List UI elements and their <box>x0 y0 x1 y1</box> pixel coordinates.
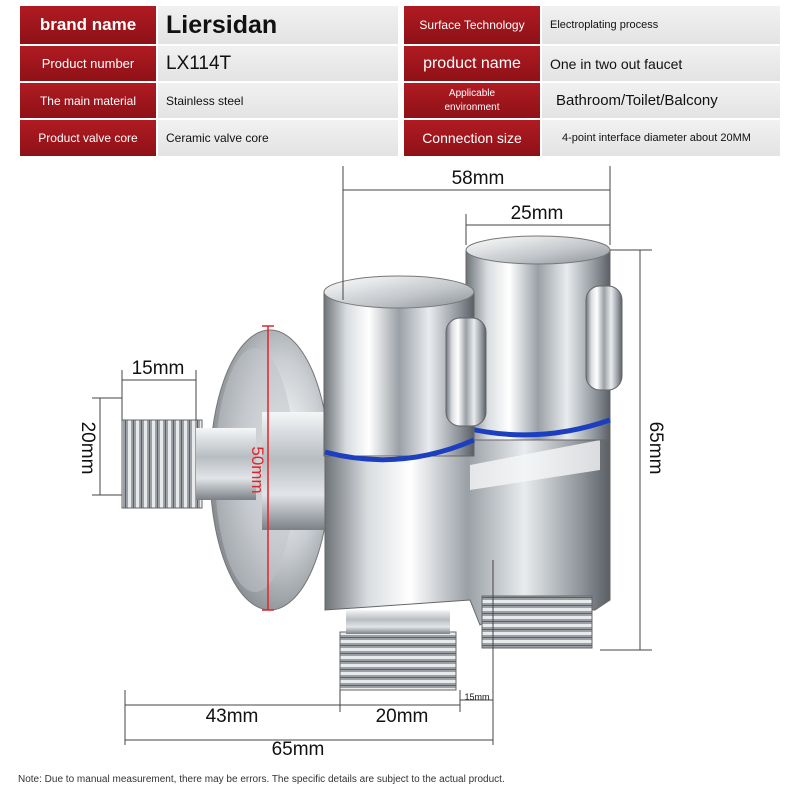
spec-label-product-number: Product number <box>20 46 156 81</box>
spec-value-product-name: One in two out faucet <box>542 46 780 81</box>
outlet-thread-left <box>339 610 457 691</box>
dim-height: 65mm <box>645 422 666 475</box>
faucet-body <box>324 419 611 626</box>
measurement-note: Note: Due to manual measurement, there m… <box>18 774 505 785</box>
spec-label-brand-name: brand name <box>20 6 156 44</box>
spec-label-surface-technology: Surface Technology <box>404 6 540 44</box>
dim-thread-diameter: 20mm <box>77 422 98 475</box>
spec-value-brand-name: Liersidan <box>158 6 398 44</box>
spec-label-product-name: product name <box>404 46 540 81</box>
spec-value-valve-core: Ceramic valve core <box>158 120 398 156</box>
spec-table: brand name Liersidan Surface Technology … <box>20 6 780 156</box>
spec-value-product-number: LX114T <box>158 46 398 81</box>
right-valve <box>465 235 611 441</box>
flange-dimension-marker <box>262 325 274 611</box>
left-valve-handle <box>445 317 487 427</box>
dim-left-length: 43mm <box>206 706 259 727</box>
faucet-dimension-drawing: 58mm 25mm 15mm 20mm 50mm 65mm 43mm 20mm … <box>77 166 666 760</box>
dim-top-width: 58mm <box>452 168 505 189</box>
connector-neck <box>262 412 330 530</box>
dimension-lines <box>92 166 652 745</box>
spec-value-applicable-environment: Bathroom/Toilet/Balcony <box>542 83 780 118</box>
dim-body-width: 20mm <box>376 706 429 727</box>
spec-value-main-material: Stainless steel <box>158 83 398 118</box>
spec-label-connection-size: Connection size <box>404 120 540 156</box>
dim-outlet-offset: 15mm <box>464 692 489 702</box>
outlet-thread-right <box>481 595 593 649</box>
dim-total-length: 65mm <box>272 739 325 760</box>
inlet-thread <box>121 419 256 509</box>
dim-right-valve-width: 25mm <box>511 203 564 224</box>
spec-label-valve-core: Product valve core <box>20 120 156 156</box>
spec-label-main-material: The main material <box>20 83 156 118</box>
spec-value-surface-technology: Electroplating process <box>542 6 780 44</box>
spec-value-connection-size: 4-point interface diameter about 20MM <box>542 120 780 156</box>
spec-label-applicable-environment: Applicable environment <box>404 83 540 118</box>
dim-thread-length: 15mm <box>132 358 185 379</box>
right-valve-handle <box>585 285 623 391</box>
left-valve <box>323 275 475 463</box>
dim-flange-diameter: 50mm <box>248 446 267 493</box>
